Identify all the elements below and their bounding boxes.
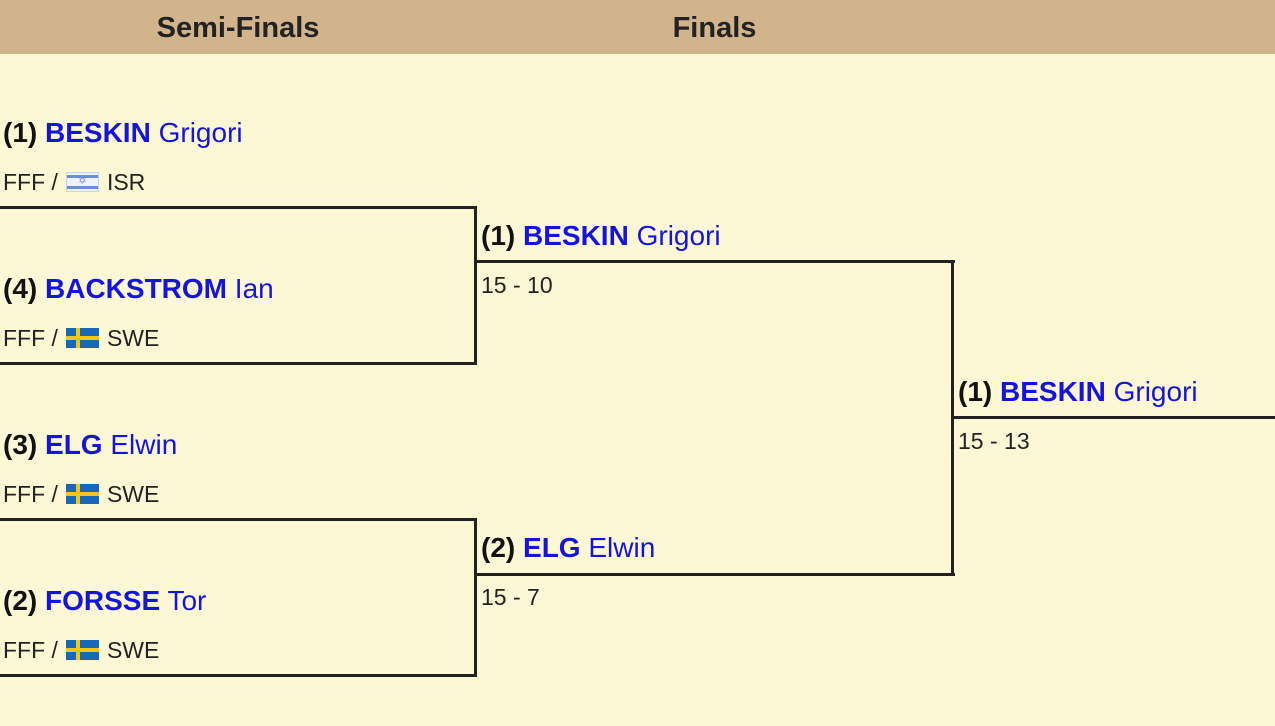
bracket-line	[0, 674, 477, 677]
fencer-firstname-link[interactable]: Grigori	[636, 220, 721, 251]
fencer-surname-link[interactable]: BESKIN	[1000, 376, 1106, 407]
match-score: 15 - 7	[481, 584, 540, 610]
fencer-entry-sf2: (4) BACKSTROM Ian	[3, 272, 274, 306]
fencer-firstname-link[interactable]: Elwin	[588, 532, 656, 563]
fencer-entry-sf4: (2) FORSSE Tor	[3, 584, 206, 618]
fencer-surname-link[interactable]: BACKSTROM	[45, 273, 228, 304]
sweden-flag-icon	[65, 640, 99, 660]
bracket-line	[474, 206, 477, 365]
fencer-surname-link[interactable]: FORSSE	[45, 585, 161, 616]
fencer-entry-sf1: (1) BESKIN Grigori	[3, 116, 243, 150]
bracket-line	[477, 573, 955, 576]
fencer-firstname-link[interactable]: Elwin	[110, 429, 178, 460]
sweden-flag-icon	[65, 328, 99, 348]
fencer-surname-link[interactable]: BESKIN	[523, 220, 629, 251]
club-label: FFF /	[3, 637, 58, 663]
club-label: FFF /	[3, 481, 58, 507]
fencer-entry-sf3: (3) ELG Elwin	[3, 428, 177, 462]
fencer-entry-final2: (2) ELG Elwin	[481, 531, 655, 565]
semi-finals-heading: Semi-Finals	[156, 12, 320, 44]
club-label: FFF /	[3, 169, 58, 195]
fencer-firstname-link[interactable]: Ian	[234, 273, 274, 304]
sweden-flag-icon	[65, 484, 99, 504]
fencer-entry-final1: (1) BESKIN Grigori	[481, 219, 721, 253]
country-code: ISR	[106, 169, 146, 195]
seed-number: (3)	[3, 429, 38, 460]
finals-heading: Finals	[672, 12, 757, 44]
bracket-line	[474, 518, 477, 677]
fencer-club-sf3: FFF / SWE	[3, 480, 159, 508]
israel-flag-icon: ✡	[65, 172, 99, 192]
fencer-entry-winner: (1) BESKIN Grigori	[958, 375, 1198, 409]
fencer-firstname-link[interactable]: Tor	[167, 585, 207, 616]
fencer-surname-link[interactable]: ELG	[45, 429, 103, 460]
club-label: FFF /	[3, 325, 58, 351]
country-code: SWE	[106, 325, 160, 351]
seed-number: (2)	[3, 585, 38, 616]
bracket-line	[954, 416, 1275, 419]
bracket-line	[951, 260, 954, 576]
fencer-firstname-link[interactable]: Grigori	[158, 117, 243, 148]
seed-number: (1)	[3, 117, 38, 148]
seed-number: (1)	[481, 220, 516, 251]
fencer-club-sf4: FFF / SWE	[3, 636, 159, 664]
match-score: 15 - 13	[958, 428, 1030, 454]
bracket-line	[477, 260, 955, 263]
fencer-firstname-link[interactable]: Grigori	[1113, 376, 1198, 407]
match-score: 15 - 10	[481, 272, 553, 298]
bracket-line	[0, 206, 477, 209]
fencer-surname-link[interactable]: ELG	[523, 532, 581, 563]
seed-number: (2)	[481, 532, 516, 563]
country-code: SWE	[106, 481, 160, 507]
fencer-club-sf2: FFF / SWE	[3, 324, 159, 352]
seed-number: (1)	[958, 376, 993, 407]
seed-number: (4)	[3, 273, 38, 304]
fencer-club-sf1: FFF / ✡ ISR	[3, 168, 145, 196]
round-header-bar: Semi-Finals Finals	[0, 0, 1275, 54]
country-code: SWE	[106, 637, 160, 663]
bracket-line	[0, 362, 477, 365]
fencer-surname-link[interactable]: BESKIN	[45, 117, 151, 148]
bracket-line	[0, 518, 477, 521]
